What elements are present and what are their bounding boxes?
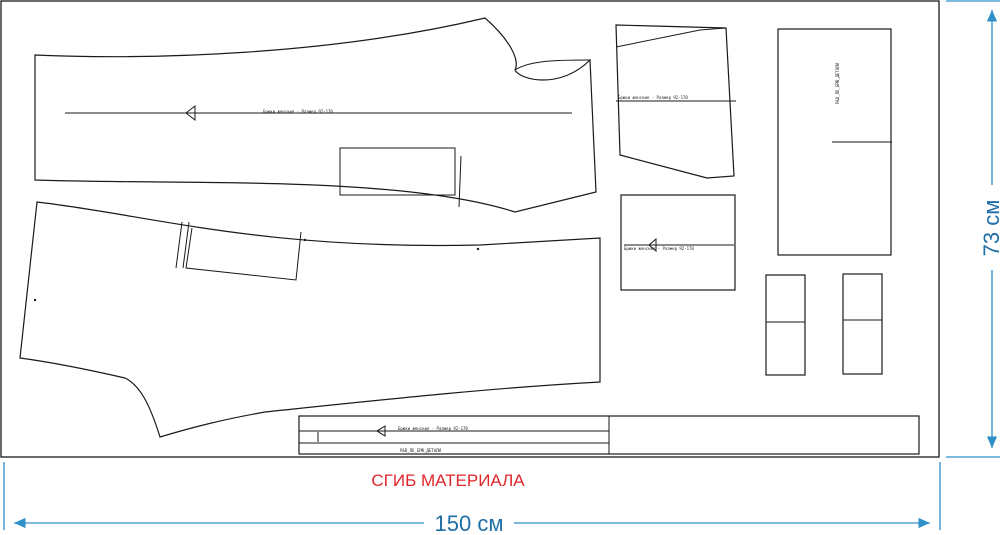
front-leg-piece: Брюки женские - Размер 92-170 [34, 17, 597, 213]
tall-strip-label: Р&D_ЛЕ_БРЮ_ДЕТАЛИ [835, 62, 840, 104]
waistband-piece: Брюки женские - Размер 92-170 Р&D_ЛЕ_БРЮ… [298, 415, 920, 455]
fabric-frame [0, 0, 940, 458]
height-label: 73 см [979, 200, 1000, 257]
height-dimension [946, 0, 1000, 458]
small-strip-right [842, 273, 883, 375]
front-leg-label: Брюки женские - Размер 92-170 [263, 109, 333, 114]
small-strip-left [765, 274, 806, 376]
pocket-label: Брюки женские - Размер 92-170 [624, 246, 694, 251]
back-leg-piece [19, 201, 601, 438]
fold-label: СГИБ МАТЕРИАЛА [371, 471, 525, 490]
pocket-piece: Брюки женские - Размер 92-170 [620, 194, 736, 291]
yoke-piece: Брюки женские - Размер 92-170 [615, 24, 736, 179]
yoke-label: Брюки женские - Размер 92-170 [618, 95, 688, 100]
width-label: 150 см [435, 511, 504, 535]
width-dimension [3, 462, 941, 530]
waistband-label: Брюки женские - Размер 92-170 [398, 426, 468, 431]
tall-strip-piece: Р&D_ЛЕ_БРЮ_ДЕТАЛИ [777, 28, 892, 256]
waistband-name: Р&D_ЛЕ_БРЮ_ДЕТАЛИ [400, 448, 442, 453]
